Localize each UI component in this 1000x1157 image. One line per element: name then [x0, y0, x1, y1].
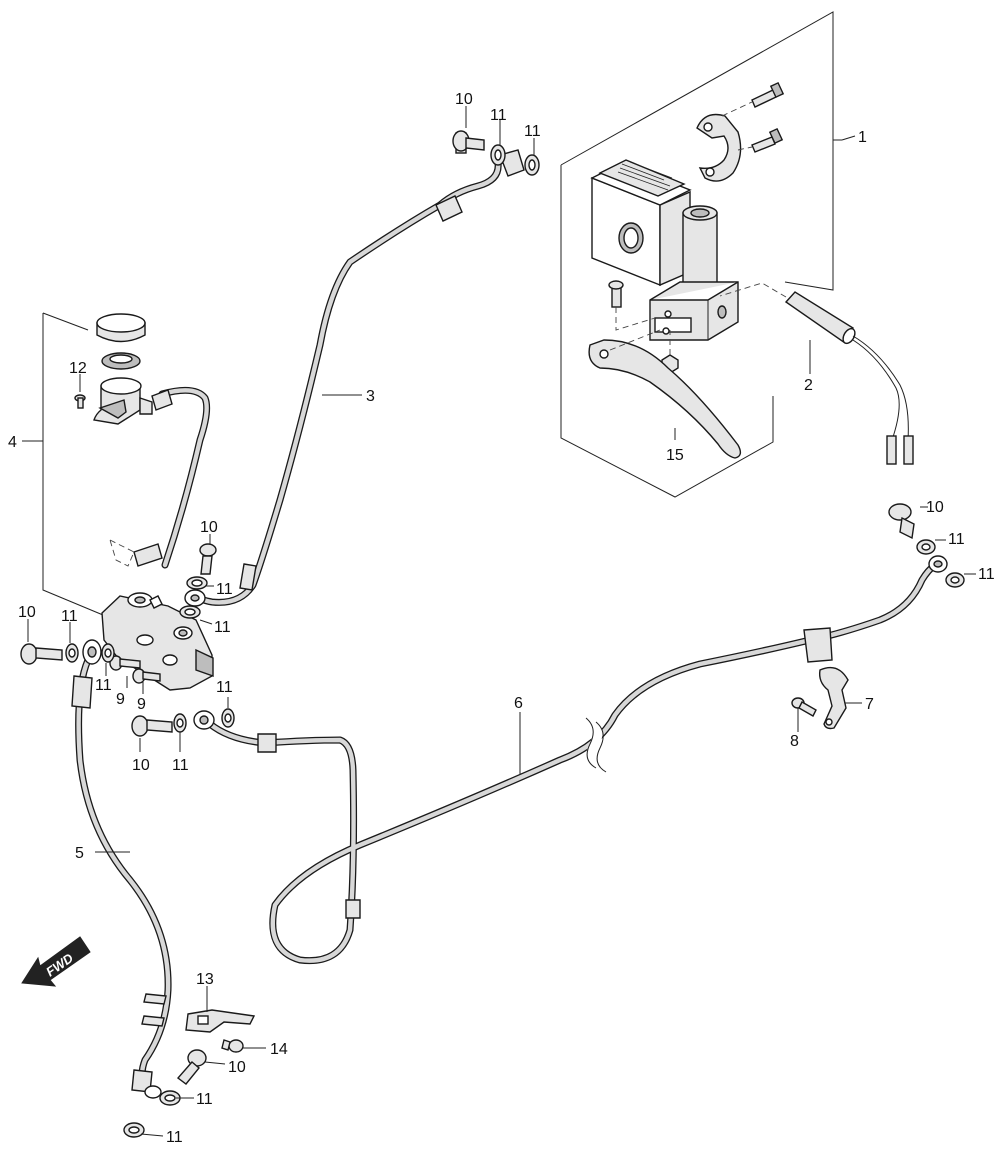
callout-14: 14	[270, 1041, 288, 1058]
banjo-bolt-left	[20, 643, 63, 665]
bolt-9-upper	[109, 655, 141, 671]
callout-numbers: 1 2 3 4 5 6 7 8 9 9 10 10 10 10 10 10 11…	[8, 91, 995, 1146]
clamp-bolt-lower	[751, 127, 784, 153]
callout-10-caliper: 10	[228, 1059, 246, 1076]
clamp-bolt-upper	[751, 81, 785, 108]
reservoir-screw	[74, 394, 86, 409]
clamp-bracket	[696, 81, 785, 182]
bolt-8	[791, 697, 817, 717]
reservoir-hose	[109, 386, 211, 569]
callout-9a: 9	[116, 691, 125, 708]
banjo-bolt-center	[199, 543, 217, 575]
forward-direction-arrow: FWD	[21, 936, 91, 987]
brake-hose-5	[71, 639, 172, 1099]
rear-master-cylinder-body	[101, 592, 214, 691]
banjo-bolt-caliper	[176, 1049, 207, 1085]
callout-4: 4	[8, 434, 17, 451]
callout-6: 6	[514, 695, 523, 712]
bolt-9-lower	[132, 668, 161, 684]
callout-10-left: 10	[18, 604, 36, 621]
callout-11-a: 11	[490, 107, 507, 124]
banjo-bolt-lower	[131, 715, 173, 737]
master-cylinder-assembly-frame	[560, 11, 842, 498]
callout-11-k: 11	[196, 1091, 213, 1108]
callout-10-right: 10	[926, 499, 944, 516]
callout-11-b: 11	[524, 123, 541, 140]
master-cylinder-body	[590, 159, 739, 341]
banjo-bolt-top	[452, 130, 485, 154]
bolt-14	[221, 1039, 244, 1053]
callout-7: 7	[865, 696, 874, 713]
callout-11-j: 11	[172, 757, 189, 774]
sealing-washers	[65, 144, 965, 1138]
callout-15: 15	[666, 447, 684, 464]
callout-11-c: 11	[948, 531, 965, 548]
banjo-bolt-right	[888, 503, 915, 540]
reservoir-diaphragm	[101, 352, 141, 370]
reservoir-cap	[96, 313, 146, 343]
callout-10-lower: 10	[132, 757, 150, 774]
rear-master-cylinder-frame	[22, 312, 104, 616]
callout-3: 3	[366, 388, 375, 405]
callout-13: 13	[196, 971, 214, 988]
brake-light-switch	[719, 282, 914, 465]
callout-11-l: 11	[166, 1129, 183, 1146]
leader-lines	[22, 106, 976, 1137]
brake-hose-3	[184, 149, 525, 607]
callout-11-g: 11	[61, 608, 78, 625]
callout-11-e: 11	[216, 581, 233, 598]
brake-lever	[588, 329, 742, 459]
callout-2: 2	[804, 377, 813, 394]
rear-reservoir	[93, 377, 153, 425]
hose-clamp-bracket-7	[818, 666, 849, 730]
callout-5: 5	[75, 845, 84, 862]
lever-pivot-bolt	[608, 280, 656, 331]
callout-11-i: 11	[216, 679, 233, 696]
callout-12: 12	[69, 360, 87, 377]
callout-10-top: 10	[455, 91, 473, 108]
brake-hose-6	[193, 555, 948, 965]
callout-9b: 9	[137, 696, 146, 713]
hose-clamp-bracket-13	[185, 1009, 256, 1033]
callout-11-h: 11	[95, 677, 112, 694]
callout-11-f: 11	[214, 619, 231, 636]
callout-11-d: 11	[978, 566, 995, 583]
callout-1: 1	[858, 129, 867, 146]
callout-10-center: 10	[200, 519, 218, 536]
callout-8: 8	[790, 733, 799, 750]
